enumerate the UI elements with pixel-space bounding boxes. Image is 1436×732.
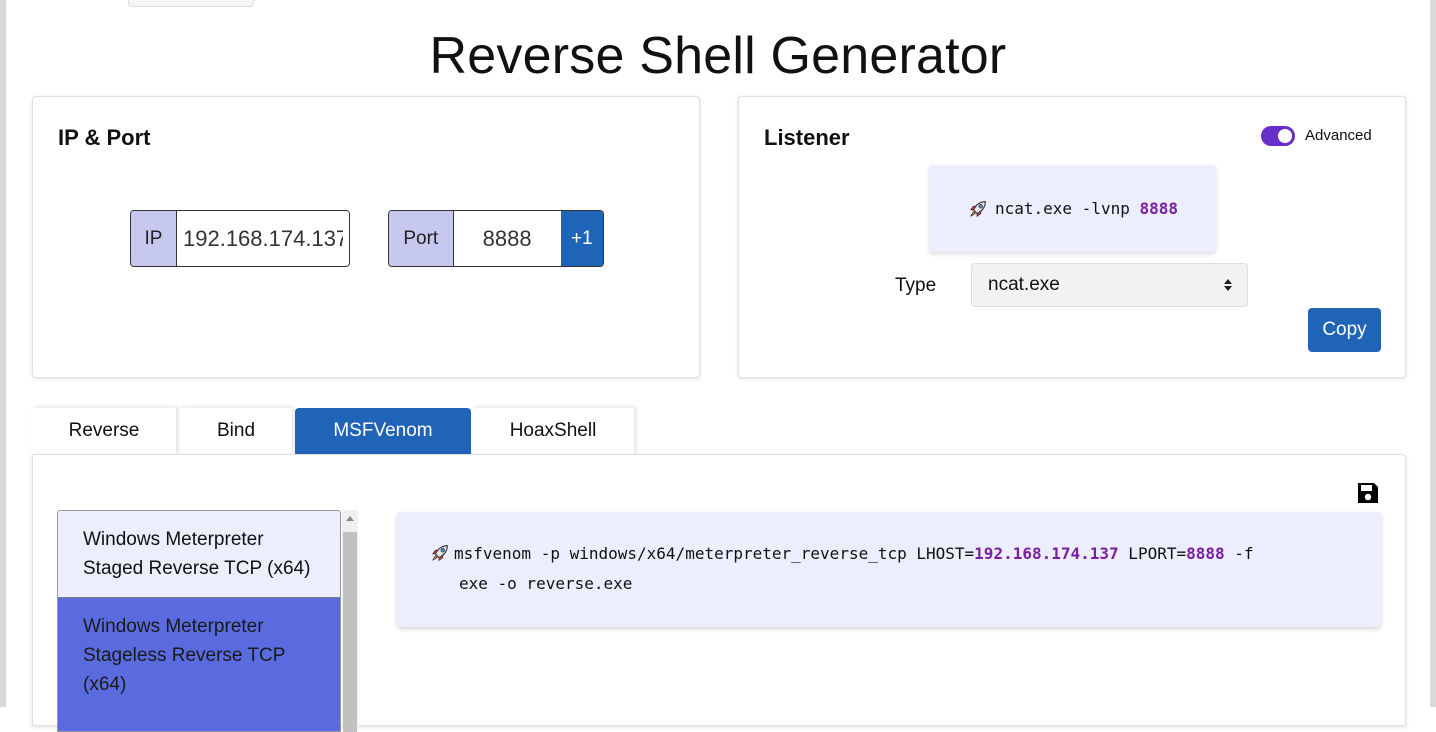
tab-bind[interactable]: Bind xyxy=(180,408,292,454)
scrollbar-thumb[interactable] xyxy=(343,532,357,732)
window-frame-left xyxy=(0,0,6,707)
listener-card: Listener Advanced ncat.exe -lvnp 8888 Ty… xyxy=(738,96,1406,378)
page-title: Reverse Shell Generator xyxy=(429,27,1007,85)
command-line-1: msfvenom -p windows/x64/meterpreter_reve… xyxy=(429,539,1351,569)
tab-reverse[interactable]: Reverse xyxy=(32,408,176,454)
save-icon[interactable] xyxy=(1356,481,1380,505)
select-arrows-icon xyxy=(1224,279,1232,291)
port-input-group: Port +1 xyxy=(388,210,604,267)
listener-command-text: ncat.exe -lvnp xyxy=(994,199,1140,218)
command-part-2: LPORT= xyxy=(1118,544,1187,563)
ip-port-card: IP & Port IP Port +1 xyxy=(32,96,700,378)
tab-msfvenom[interactable]: MSFVenom xyxy=(295,408,471,454)
command-part-1: msfvenom -p windows/x64/meterpreter_reve… xyxy=(454,544,975,563)
rocket-icon xyxy=(969,200,986,217)
listener-command-box[interactable]: ncat.exe -lvnp 8888 xyxy=(929,165,1216,252)
tab-hoaxshell[interactable]: HoaxShell xyxy=(472,408,634,454)
copy-button[interactable]: Copy xyxy=(1308,308,1381,352)
ip-input[interactable] xyxy=(177,211,349,266)
payload-list-scrollbar[interactable] xyxy=(342,510,358,732)
top-button-stub[interactable] xyxy=(128,0,254,7)
listener-title: Listener xyxy=(764,125,850,150)
payload-command-box[interactable]: msfvenom -p windows/x64/meterpreter_reve… xyxy=(397,512,1381,627)
command-part-3: -f xyxy=(1224,544,1254,563)
command-lport: 8888 xyxy=(1186,544,1225,563)
ip-addon-label: IP xyxy=(131,211,177,266)
payload-list: Windows Meterpreter Staged Reverse TCP (… xyxy=(57,510,341,732)
scroll-up-arrow-icon[interactable] xyxy=(342,514,358,526)
listener-command-port: 8888 xyxy=(1139,199,1179,218)
port-input[interactable] xyxy=(453,211,561,266)
list-item[interactable]: Windows Meterpreter Staged Reverse TCP (… xyxy=(58,511,340,598)
ip-input-group: IP xyxy=(130,210,350,267)
type-select-value: ncat.exe xyxy=(988,274,1060,295)
command-line-2: exe -o reverse.exe xyxy=(459,574,633,593)
port-addon-label: Port xyxy=(389,211,454,266)
advanced-label: Advanced xyxy=(1305,127,1372,144)
window-frame-right xyxy=(1430,0,1436,707)
port-increment-button[interactable]: +1 xyxy=(560,211,603,266)
list-item-selected[interactable]: Windows Meterpreter Stageless Reverse TC… xyxy=(58,598,340,731)
listener-type-select[interactable]: ncat.exe xyxy=(971,263,1248,307)
advanced-toggle[interactable] xyxy=(1261,126,1295,146)
type-label: Type xyxy=(895,275,937,296)
msfvenom-panel: Windows Meterpreter Staged Reverse TCP (… xyxy=(32,454,1406,732)
command-lhost: 192.168.174.137 xyxy=(974,544,1119,563)
ip-port-title: IP & Port xyxy=(58,125,151,150)
rocket-icon xyxy=(431,545,448,562)
